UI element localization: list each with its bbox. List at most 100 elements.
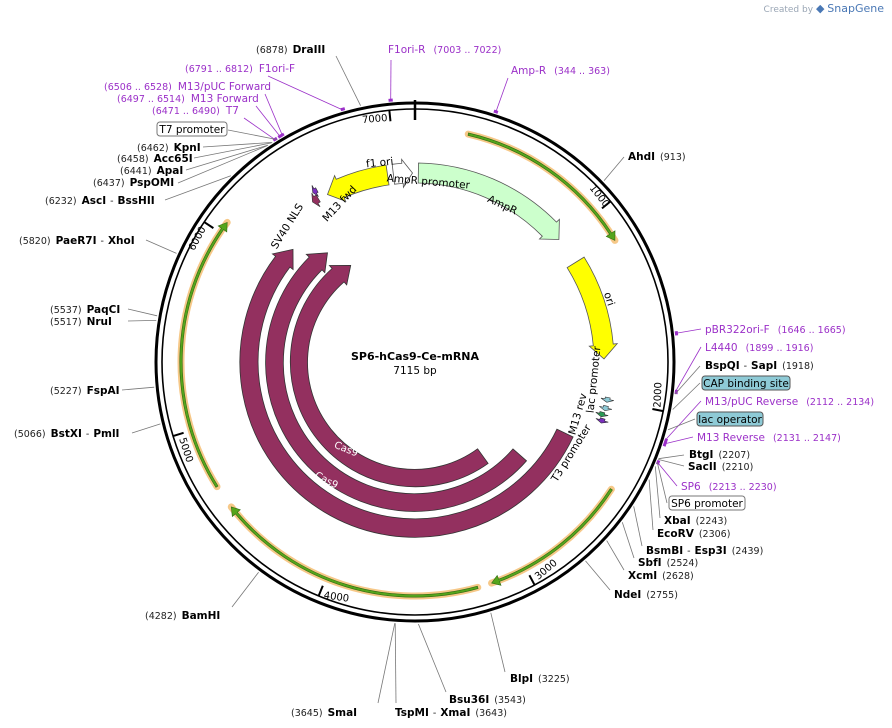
- leader-l4440: [674, 346, 702, 392]
- leader-bspqi: [674, 365, 701, 395]
- primer-mark-9: [662, 441, 667, 447]
- leader-ecorv: [648, 479, 654, 531]
- orf-left-inner: [179, 221, 228, 488]
- site-sbfi[interactable]: SbfI(2524): [638, 557, 698, 569]
- site-paer7i-xhoi[interactable]: (5820)PaeR7I-XhoI: [19, 235, 135, 247]
- primer-l4440[interactable]: L4440(1899 .. 1916): [705, 342, 813, 354]
- tick-label-2000: 2000: [653, 382, 665, 408]
- leader-pbr322ori-f: [675, 328, 702, 334]
- site-bsu36i[interactable]: Bsu36I(3543): [449, 694, 526, 706]
- tick-label-4000: 4000: [323, 590, 350, 604]
- primer-f1ori-r[interactable]: F1ori-R(7003 .. 7022): [388, 44, 501, 56]
- feature-label-ori: ori: [601, 291, 617, 308]
- site-xbai[interactable]: XbaI(2243): [664, 515, 727, 527]
- leader-amp-r: [495, 77, 509, 113]
- svg-text:SP6 promoter: SP6 promoter: [671, 498, 743, 510]
- primer-f1ori-f[interactable]: (6791 .. 6812)F1ori-F: [185, 63, 295, 75]
- leader-lac-operator: [667, 418, 696, 431]
- leader-bsmbi: [633, 506, 643, 547]
- site-fspai[interactable]: (5227)FspAI: [50, 385, 120, 397]
- primer-t7[interactable]: (6471 .. 6490)T7: [152, 105, 239, 117]
- leader-ndei: [585, 560, 611, 591]
- snapgene-logo-icon: ◆: [815, 2, 825, 15]
- lac-operator-mark: [595, 411, 609, 418]
- site-draiii[interactable]: (6878)DraIII: [256, 44, 325, 56]
- leader-smai: [377, 623, 396, 704]
- orf-right-inner: [491, 488, 613, 586]
- tick-1000: [601, 200, 612, 210]
- site-apai[interactable]: (6441)ApaI: [120, 165, 183, 177]
- site-ahdi[interactable]: AhdI(913): [628, 151, 686, 163]
- sv40-nls-arrow: [311, 192, 321, 207]
- credit-prefix: Created by: [763, 5, 814, 15]
- leader-fspai: [121, 386, 155, 391]
- lac-promoter-mark: [599, 405, 612, 412]
- site-bsmbi-esp3i[interactable]: BsmBI-Esp3I(2439): [646, 545, 763, 557]
- ampr-promoter-arrow: [391, 158, 413, 189]
- site-bstxi-pmli[interactable]: (5066)BstXI-PmlI: [14, 428, 119, 440]
- site-tspmi-xmai[interactable]: TspMI-XmaI(3643): [395, 707, 507, 719]
- primer-m13-forward[interactable]: (6497 .. 6514)M13 Forward: [117, 93, 259, 105]
- plasmid-name: SP6-hCas9-Ce-mRNA: [351, 350, 480, 363]
- site-btgi[interactable]: BtgI(2207): [689, 449, 750, 461]
- site-bspqi-sapi[interactable]: BspQI-SapI(1918): [705, 360, 814, 372]
- site-pspomi[interactable]: (6437)PspOMI: [93, 177, 174, 189]
- site-paqci[interactable]: (5537)PaqCI: [50, 304, 120, 316]
- site-kpni[interactable]: (6462)KpnI: [137, 142, 201, 154]
- tick-5000: [172, 431, 184, 437]
- primer-m13-reverse[interactable]: M13 Reverse(2131 .. 2147): [697, 432, 841, 444]
- m13-rev-mark: [595, 417, 609, 424]
- leader-ahdi: [603, 156, 625, 181]
- site-ndei[interactable]: NdeI(2755): [614, 589, 678, 601]
- leader-m13-puc-fwd: [264, 93, 283, 137]
- tick-2000: [652, 408, 664, 413]
- leader-xmai: [394, 623, 397, 704]
- site-xcmi[interactable]: XcmI(2628): [628, 570, 694, 582]
- boxed-label-cap-binding-site[interactable]: CAP binding site: [701, 375, 791, 391]
- site-ecorv[interactable]: EcoRV(2306): [657, 528, 730, 540]
- leader-t7-promoter: [227, 129, 277, 140]
- tick-4000: [317, 585, 324, 597]
- orf-bottom-inner: [230, 506, 479, 598]
- leader-m13-rev: [663, 436, 694, 445]
- leader-btgi: [658, 454, 685, 460]
- site-blpi[interactable]: BlpI(3225): [510, 673, 570, 685]
- leader-sp6-promoter: [656, 461, 668, 504]
- leader-acc65i: [193, 142, 272, 159]
- site-nrui[interactable]: (5517)NruI: [50, 316, 112, 328]
- site-asci-bsshii[interactable]: (6232)AscI-BssHII: [45, 195, 155, 207]
- primer-mark-2: [340, 107, 346, 112]
- primer-amp-r[interactable]: Amp-R(344 .. 363): [511, 65, 610, 77]
- primer-m13-puc-forward[interactable]: (6506 .. 6528)M13/pUC Forward: [104, 81, 271, 93]
- leader-cap: [672, 382, 701, 410]
- site-sacii[interactable]: SacII(2210): [688, 461, 753, 473]
- ori-arrow: [566, 256, 619, 360]
- leader-xcmi: [606, 540, 625, 571]
- leader-m13-fwd: [255, 105, 281, 138]
- leader-pmli: [131, 423, 161, 434]
- f1-ori-arrow: [326, 164, 390, 203]
- tick-7000: [388, 110, 392, 122]
- leader-asci: [164, 175, 231, 201]
- site-acc65i[interactable]: (6458)Acc65I: [117, 153, 193, 165]
- boxed-label-t7-promoter[interactable]: T7 promoter: [156, 121, 228, 137]
- leader-kpni: [202, 142, 273, 148]
- boxed-label-sp6-promoter[interactable]: SP6 promoter: [668, 495, 746, 511]
- site-smai[interactable]: (3645)SmaI: [291, 707, 357, 719]
- tick-6000: [203, 221, 214, 229]
- feature-label-sv40-nls: SV40 NLS: [269, 201, 306, 251]
- cas9-arrow-middle: [265, 252, 528, 512]
- leader-pspomi: [177, 145, 268, 184]
- feature-arrows: [239, 98, 679, 538]
- ampr-arrow: [417, 162, 560, 240]
- site-bamhi[interactable]: (4282)BamHI: [145, 610, 220, 622]
- leader-t7: [243, 117, 276, 141]
- primer-sp6[interactable]: SP6(2213 .. 2230): [681, 481, 777, 493]
- primer-pbr322ori-f[interactable]: pBR322ori-F(1646 .. 1665): [705, 324, 846, 336]
- leader-sp6: [656, 461, 678, 487]
- primer-m13-puc-reverse[interactable]: M13/pUC Reverse(2112 .. 2134): [705, 396, 874, 408]
- leader-apai: [185, 144, 269, 171]
- boxed-label-lac-operator[interactable]: lac operator: [696, 411, 764, 427]
- orf-arcs: [177, 130, 619, 600]
